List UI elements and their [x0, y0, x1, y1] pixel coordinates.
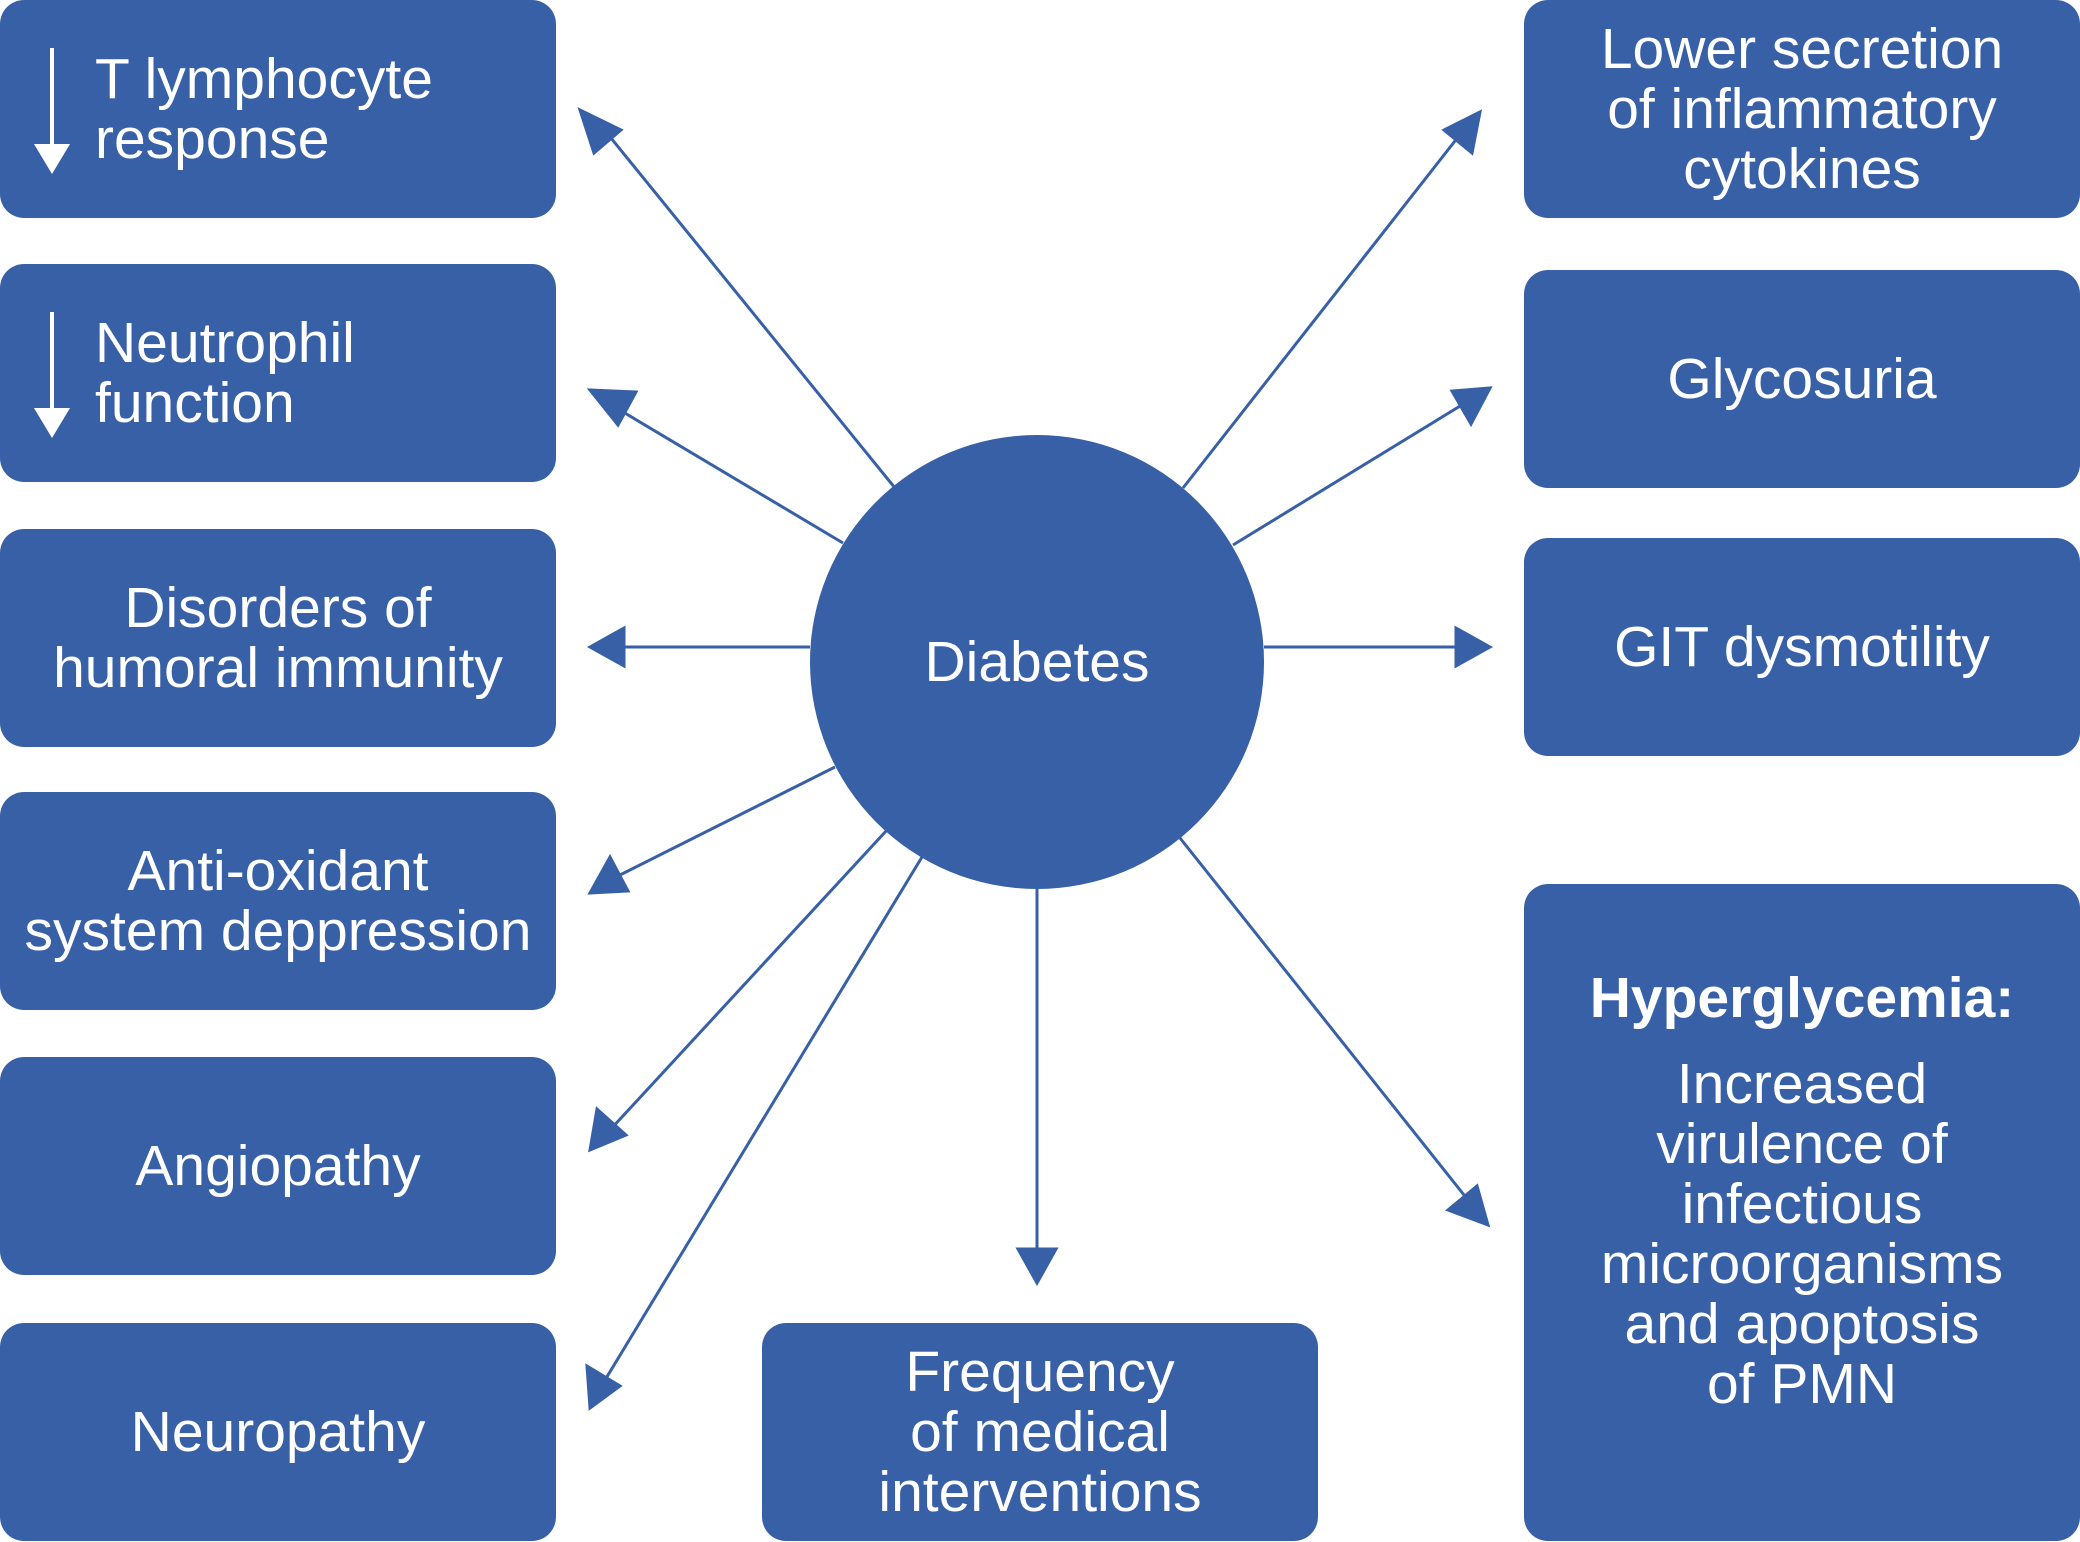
box-neutrophil-label: Neutrophil function [95, 311, 355, 435]
arrowhead-antioxidant [587, 853, 631, 895]
arrow-to-neuropathy [603, 856, 924, 1381]
arrowhead-glycosuria [1449, 386, 1493, 428]
box-glycosuria: Glycosuria [1524, 270, 2080, 488]
box-hyperglycemia: Hyperglycemia: Increased virulence of in… [1524, 884, 2080, 1541]
hyperglycemia-title: Hyperglycemia: [1589, 966, 2015, 1030]
box-antioxidant-label: Anti-oxidant system deppression [24, 839, 532, 963]
box-neuropathy-label: Neuropathy [130, 1400, 426, 1464]
box-t-lymphocyte: T lymphocyte response [0, 0, 556, 218]
box-git-dysmotility-label: GIT dysmotility [1614, 615, 1990, 679]
arrowhead-angiopathy [588, 1106, 629, 1153]
box-neuropathy: Neuropathy [0, 1323, 556, 1541]
arrowhead-humoral [586, 625, 626, 669]
arrow-to-hyperglycemia [1178, 837, 1470, 1201]
arrow-to-t-lymphocyte [596, 121, 897, 489]
arrowhead-frequency [1015, 1247, 1059, 1287]
arrowhead-t-lymphocyte [577, 107, 624, 156]
box-glycosuria-label: Glycosuria [1667, 347, 1937, 411]
box-lower-secretion-label: Lower secretion of inflammatory cytokine… [1600, 17, 2004, 201]
down-arrow-icon [34, 48, 70, 174]
box-frequency: Frequency of medical interventions [762, 1323, 1318, 1541]
down-arrow-icon [34, 312, 70, 438]
hyperglycemia-body: Increased virulence of infectious microo… [1600, 1052, 2004, 1416]
arrowhead-lower-secretion [1441, 109, 1483, 156]
box-git-dysmotility: GIT dysmotility [1524, 538, 2080, 756]
box-neutrophil: Neutrophil function [0, 264, 556, 482]
arrowhead-git [1454, 625, 1494, 669]
box-antioxidant: Anti-oxidant system deppression [0, 792, 556, 1010]
arrowhead-neuropathy [585, 1363, 623, 1411]
box-angiopathy-label: Angiopathy [135, 1134, 421, 1198]
arrow-to-antioxidant [609, 765, 836, 882]
arrowhead-hyperglycemia [1445, 1183, 1491, 1228]
box-humoral-immunity-label: Disorders of humoral immunity [53, 576, 503, 700]
arrowhead-neutrophil [586, 388, 639, 428]
arrow-to-angiopathy [608, 828, 889, 1132]
box-t-lymphocyte-label: T lymphocyte response [95, 47, 433, 171]
arrow-to-lower-secretion [1181, 131, 1464, 489]
arrow-to-neutrophil [607, 401, 844, 545]
box-frequency-label: Frequency of medical interventions [878, 1340, 1202, 1524]
diabetes-hub: Diabetes [810, 435, 1264, 889]
box-humoral-immunity: Disorders of humoral immunity [0, 529, 556, 747]
hub-label: Diabetes [924, 630, 1150, 694]
box-lower-secretion: Lower secretion of inflammatory cytokine… [1524, 0, 2080, 218]
arrow-to-glycosuria [1232, 401, 1466, 547]
box-angiopathy: Angiopathy [0, 1057, 556, 1275]
